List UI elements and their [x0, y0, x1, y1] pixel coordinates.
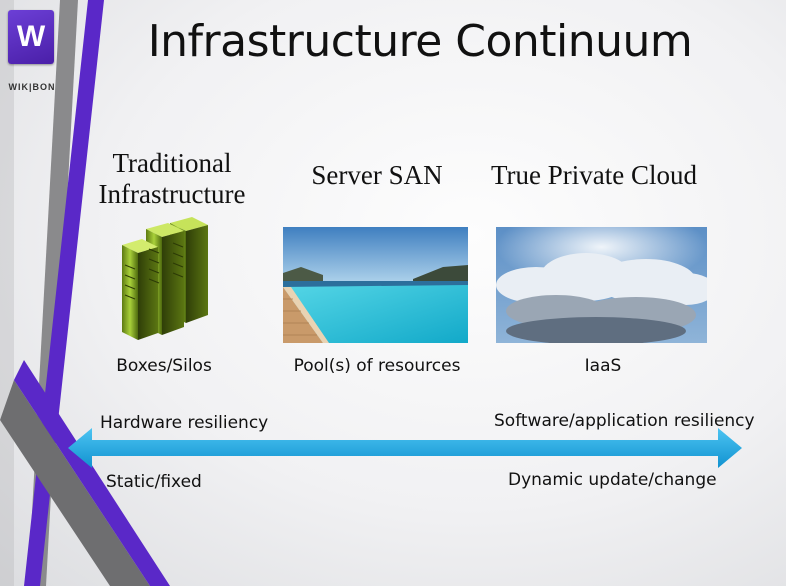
wikibon-logo: W: [8, 10, 54, 64]
heading-line1: Traditional: [112, 148, 232, 178]
label-static-fixed: Static/fixed: [106, 472, 202, 492]
heading-traditional-infrastructure: Traditional Infrastructure: [82, 148, 262, 210]
cloud-sky-image: [496, 227, 707, 343]
logo-letter: W: [16, 20, 46, 53]
logo-wordmark: WIK|BON: [8, 82, 56, 92]
heading-line2: Infrastructure: [98, 179, 246, 209]
heading-true-private-cloud: True Private Cloud: [490, 160, 697, 190]
heading-server-san: Server SAN: [311, 160, 443, 190]
label-pools-of-resources: Pool(s) of resources: [293, 356, 461, 376]
label-iaas: IaaS: [584, 356, 622, 376]
continuum-double-arrow: [68, 428, 742, 468]
slide-title: Infrastructure Continuum: [147, 16, 693, 67]
label-dynamic-update-change: Dynamic update/change: [508, 470, 717, 490]
label-software-application-resiliency: Software/application resiliency: [494, 411, 755, 431]
label-boxes-silos: Boxes/Silos: [116, 356, 212, 376]
label-hardware-resiliency: Hardware resiliency: [100, 413, 269, 433]
infinity-pool-image: [283, 227, 468, 343]
server-towers-icon: [122, 217, 208, 340]
left-decorative-stripes: [0, 0, 170, 586]
